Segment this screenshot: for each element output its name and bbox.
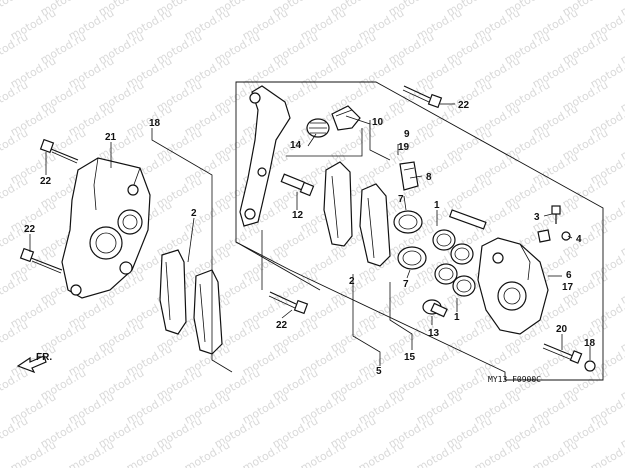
- leader-lines: [29, 103, 591, 373]
- piston-lower: [397, 246, 427, 270]
- callout-18-right: 18: [584, 338, 596, 349]
- top-bolt-22: [402, 85, 443, 109]
- right-caliper-body: [477, 237, 549, 335]
- callout-22-left-upper: 22: [40, 176, 52, 187]
- callout-3: 3: [534, 212, 540, 223]
- callout-19: 19: [398, 142, 410, 153]
- boot-14: [306, 118, 330, 138]
- callout-1-upper: 1: [434, 200, 440, 211]
- diagram-code: MY13-F0900C: [488, 375, 541, 384]
- callout-12: 12: [292, 210, 304, 221]
- callout-9: 9: [404, 129, 410, 140]
- callout-4: 4: [576, 234, 582, 245]
- left-brake-pad-rear: [193, 269, 223, 355]
- left-upper-bolt: [39, 138, 79, 164]
- bleeder-cap-4: [537, 229, 571, 243]
- callout-7-lower: 7: [403, 279, 409, 290]
- callout-2-middle: 2: [349, 276, 355, 287]
- retainer-clip-10: [331, 105, 361, 131]
- left-caliper-body: [61, 157, 151, 299]
- piston-upper: [393, 210, 423, 234]
- caliper-bracket: [239, 85, 291, 227]
- callout-6: 6: [566, 270, 572, 281]
- piston-seals: [432, 229, 476, 297]
- bracket-pin-12: [280, 173, 315, 197]
- callout-13: 13: [428, 328, 440, 339]
- left-lower-bolt: [19, 247, 63, 274]
- callout-5: 5: [376, 366, 382, 377]
- front-direction-arrow-icon: [16, 355, 47, 374]
- bleeder-valve-3: [551, 205, 561, 224]
- bottom-bolt-22: [268, 291, 309, 315]
- callout-17: 17: [562, 282, 574, 293]
- callout-10: 10: [372, 117, 384, 128]
- slide-pin: [448, 209, 487, 230]
- group-outline-segment: [235, 241, 321, 291]
- left-brake-pad-front: [159, 249, 187, 335]
- callout-22-left-lower: 22: [24, 224, 36, 235]
- pin-bolt-20: [542, 343, 583, 364]
- right-assembly-group-outline: [235, 81, 604, 381]
- brake-pad-inner: [359, 183, 391, 267]
- callout-14: 14: [290, 140, 302, 151]
- callout-labels: 21 18 2 22 22 22 10 9 19 14 12 8 1 7 7 2…: [24, 100, 596, 384]
- plug-18: [584, 360, 596, 372]
- brake-pad-outer: [323, 161, 353, 247]
- pin-13: [422, 299, 448, 318]
- callout-22-bottom: 22: [276, 320, 288, 331]
- callout-8: 8: [426, 172, 432, 183]
- callout-7-upper: 7: [398, 194, 404, 205]
- callout-20: 20: [556, 324, 568, 335]
- callout-1-lower: 1: [454, 312, 460, 323]
- direction-label: FR.: [36, 352, 52, 363]
- callout-22-top: 22: [458, 100, 470, 111]
- pad-spring-8: [399, 161, 419, 191]
- callout-2-left: 2: [191, 208, 197, 219]
- callout-15: 15: [404, 352, 416, 363]
- callout-21: 21: [105, 132, 117, 143]
- callout-18-left: 18: [149, 118, 161, 129]
